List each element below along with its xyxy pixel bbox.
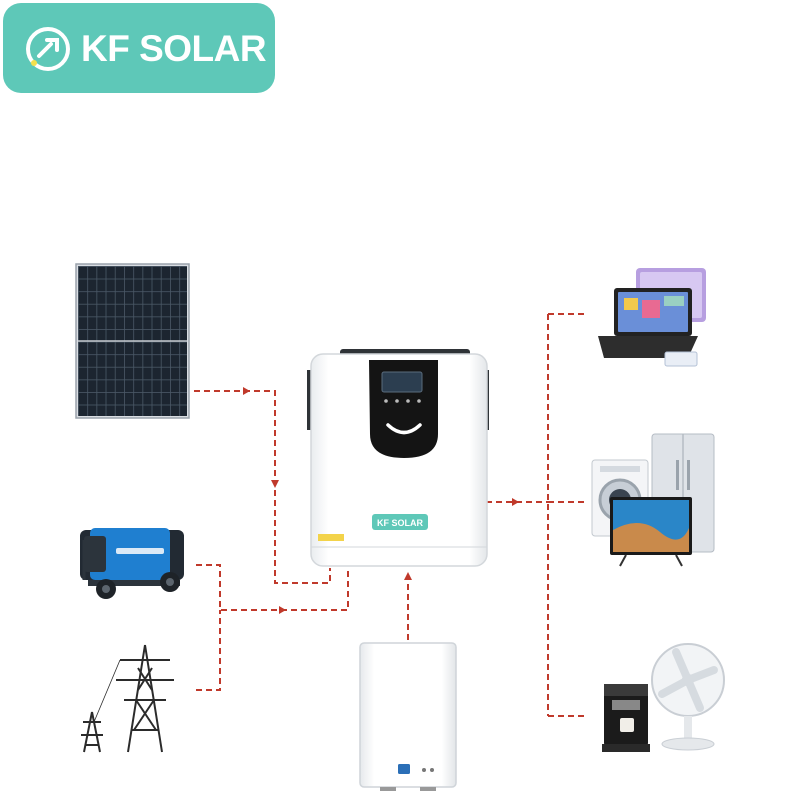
- brand-logo-text: KF SOLAR: [81, 28, 267, 69]
- arrow-solar-down: [271, 480, 279, 488]
- solar-panel-icon: [75, 263, 190, 419]
- inverter-brand-badge: [372, 514, 428, 530]
- inverter-lcd-screen: [381, 371, 423, 393]
- generator-icon: [80, 528, 184, 599]
- hybrid-inverter: KF SOLAR: [307, 349, 489, 567]
- kf-logo-icon: [26, 27, 70, 71]
- arrow-battery-up: [404, 572, 412, 580]
- arrow-generator: [279, 606, 286, 614]
- arrow-solar: [243, 387, 250, 395]
- flow-arrows: [243, 387, 519, 614]
- power-tower-icon: [81, 644, 174, 753]
- arrow-output: [512, 498, 519, 506]
- laptop-tablet-icon: [598, 268, 706, 367]
- coffee-machine-fan-icon: [602, 643, 725, 752]
- brand-logo-badge: KF SOLAR: [3, 3, 275, 93]
- flow-generator-line: [196, 564, 349, 611]
- battery-icon: [359, 642, 457, 791]
- warning-label: [318, 534, 344, 541]
- washer-fridge-tv-icon: [591, 433, 715, 567]
- flow-grid-line: [196, 610, 221, 691]
- inverter-brand-text: KF SOLAR: [377, 518, 423, 528]
